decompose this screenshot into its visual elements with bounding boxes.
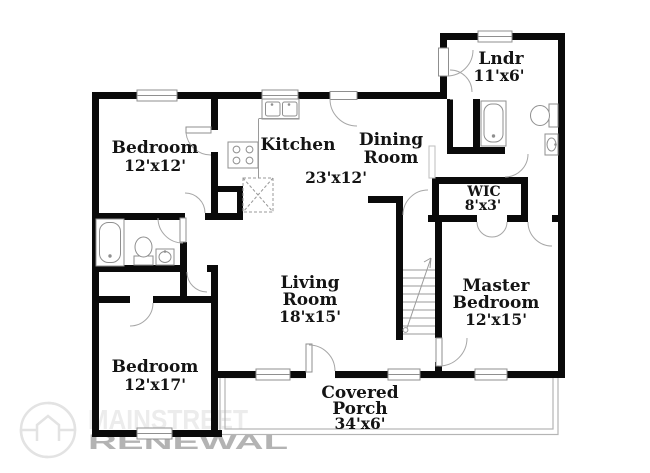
toilet-hall xyxy=(133,236,154,266)
door-bedroom-top xyxy=(185,126,220,156)
room-dims-laundry: 11'x6' xyxy=(473,66,524,85)
door-laundry-interior xyxy=(449,69,473,100)
room-dims-master: 12'x15' xyxy=(465,310,527,329)
stove xyxy=(227,141,259,169)
room-label-bedroom-bottom: Bedroom xyxy=(112,357,199,377)
door-bedroom-top-hall xyxy=(184,192,206,214)
window-bedroom-top xyxy=(136,89,178,102)
door-laundry-exterior xyxy=(438,47,474,77)
door-linen-closet xyxy=(186,271,208,293)
door-master-bathroom xyxy=(504,153,529,178)
room-dims-wic: 8'x3' xyxy=(465,198,501,214)
windows xyxy=(136,30,513,440)
door-front xyxy=(305,343,336,379)
sink-hall xyxy=(155,248,175,266)
pantry-cabinet xyxy=(242,177,274,213)
room-label-master-1: Master xyxy=(462,276,530,296)
bathtub-hall xyxy=(95,218,125,267)
door-rear-hall xyxy=(402,189,429,216)
staircase xyxy=(402,257,435,335)
door-master-bedroom xyxy=(435,337,468,367)
door-master-hall xyxy=(527,221,553,247)
room-label-kitchen: Kitchen xyxy=(261,135,336,155)
doors xyxy=(129,47,553,379)
room-label-bedroom-top: Bedroom xyxy=(112,138,199,158)
door-wic-double xyxy=(476,221,508,238)
stairs-up-arrow xyxy=(406,257,432,329)
room-dims-bedroom-top: 12'x12' xyxy=(124,156,186,175)
room-label-master-2: Bedroom xyxy=(453,293,540,313)
hall-closet-door xyxy=(428,145,436,179)
bathtub-master xyxy=(480,100,507,147)
room-label-porch-2: Porch xyxy=(332,399,387,419)
sink-master xyxy=(544,133,559,156)
door-bedroom-bottom xyxy=(129,302,154,327)
kitchen-sink xyxy=(261,98,300,120)
room-label-porch-1: Covered xyxy=(321,383,398,403)
window-laundry xyxy=(477,30,513,43)
door-hall-bathroom xyxy=(157,217,187,244)
room-label-laundry: Lndr xyxy=(478,49,524,69)
room-dims-living: 18'x15' xyxy=(279,307,341,326)
room-dims-porch: 34'x6' xyxy=(334,414,385,433)
window-master xyxy=(474,368,508,381)
room-dims-kitchen-dining: 23'x12' xyxy=(305,168,367,187)
window-hall-south xyxy=(387,368,421,381)
room-label-wic: WIC xyxy=(466,184,500,200)
fixtures xyxy=(95,98,559,335)
room-dims-bedroom-bottom: 12'x17' xyxy=(124,375,186,394)
watermark-logo xyxy=(19,401,77,459)
toilet-master xyxy=(530,103,559,128)
room-label-dining-1: Dining xyxy=(359,130,423,150)
door-dining-back xyxy=(329,91,358,127)
window-bedroom-bottom xyxy=(136,427,173,440)
window-living xyxy=(255,368,291,381)
kitchen-counter xyxy=(258,118,299,178)
room-label-dining-2: Room xyxy=(364,148,419,168)
room-label-living-2: Room xyxy=(283,290,338,310)
room-label-living-1: Living xyxy=(281,273,340,293)
